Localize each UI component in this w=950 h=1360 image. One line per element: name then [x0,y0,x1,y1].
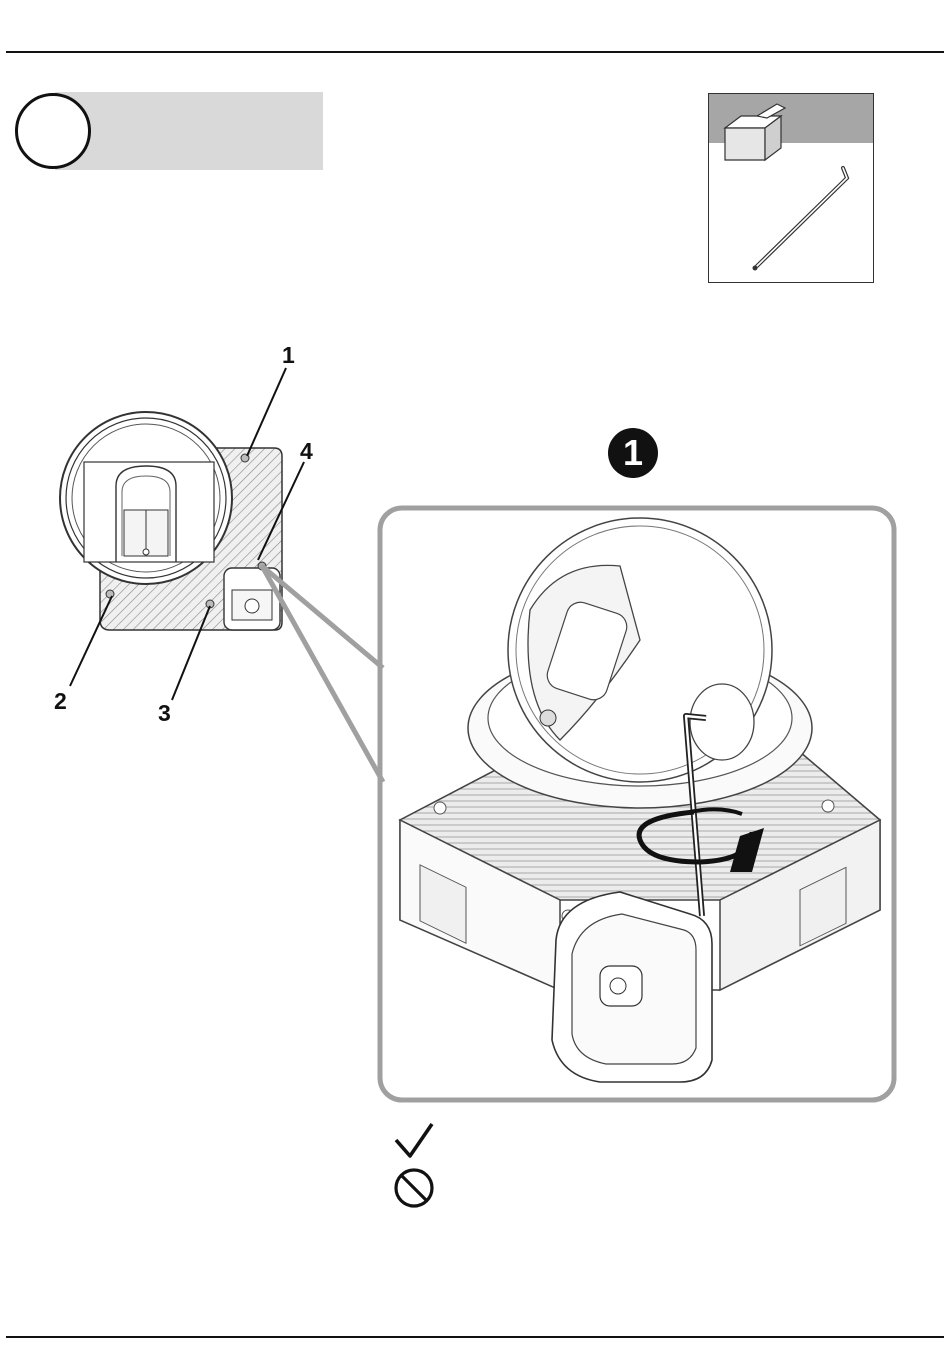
callout-2: 2 [54,690,67,713]
callout-1: 1 [282,344,295,367]
step-1-badge: 1 [608,428,658,478]
callout-4: 4 [300,440,313,463]
base-plate-top-view [60,412,282,630]
prohibited-icon [396,1170,432,1206]
checkmark-icon [396,1124,432,1156]
callout-3: 3 [158,702,171,725]
